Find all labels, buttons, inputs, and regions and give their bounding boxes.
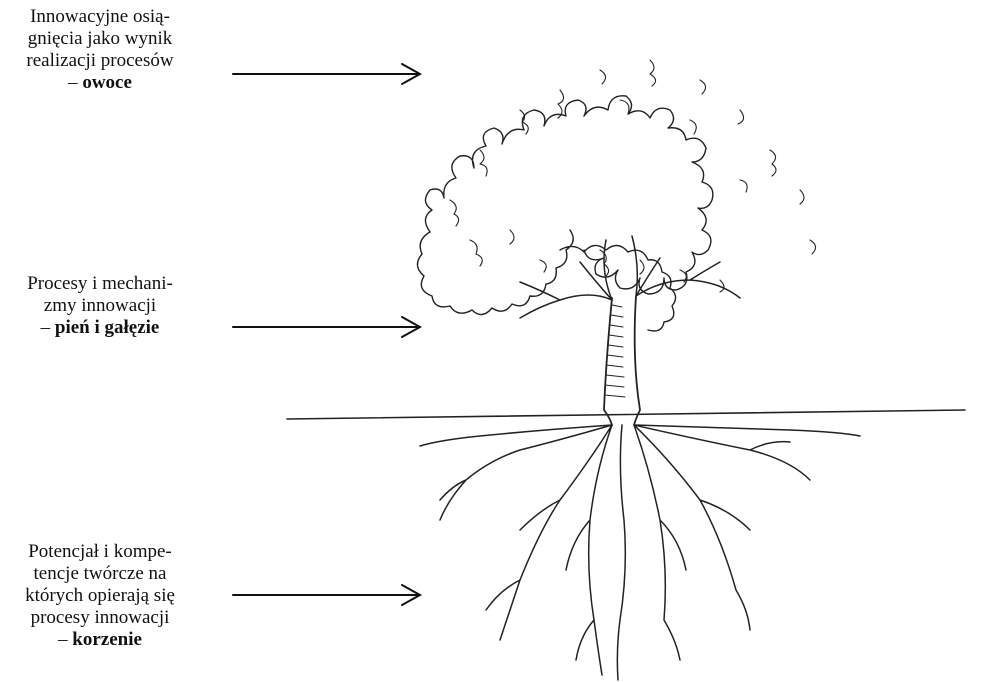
ground-line bbox=[287, 410, 965, 419]
tree-trunk bbox=[604, 296, 640, 425]
tree-crown-scribbles bbox=[450, 60, 816, 292]
tree-branches bbox=[520, 236, 740, 318]
arrow-roots bbox=[233, 585, 420, 605]
tree-roots bbox=[420, 425, 860, 680]
arrow-trunk bbox=[233, 317, 420, 337]
arrow-fruits bbox=[233, 64, 420, 84]
tree-sketch bbox=[287, 60, 965, 680]
tree-crown bbox=[425, 96, 712, 294]
